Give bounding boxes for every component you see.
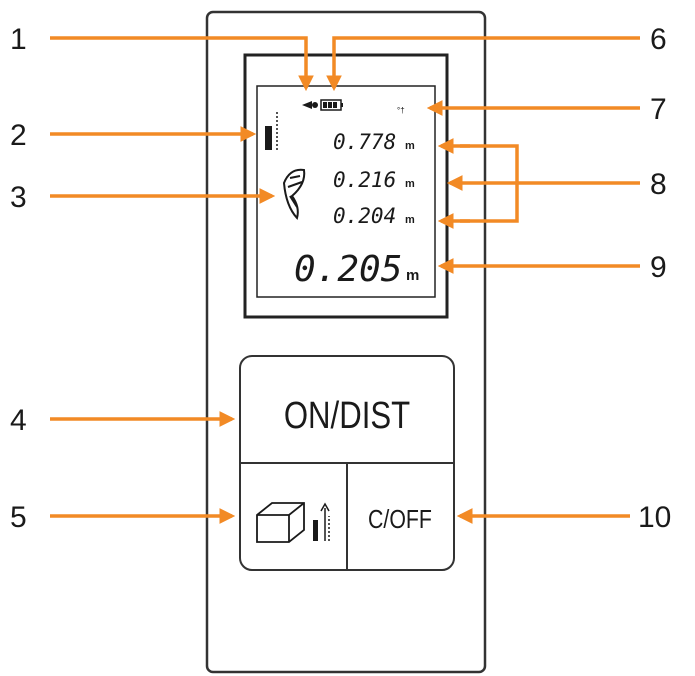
leader-1 — [50, 36, 314, 92]
reading-line-2-unit: m — [405, 178, 415, 190]
callout-1: 1 — [10, 23, 27, 56]
battery-icon — [320, 99, 343, 111]
callout-7: 7 — [650, 93, 667, 126]
callout-2: 2 — [10, 119, 27, 152]
on-dist-label: ON/DIST — [284, 395, 410, 437]
laser-icon — [302, 101, 318, 109]
leader-lines — [50, 36, 640, 524]
reference-bar-icon — [265, 112, 278, 150]
pythagoras-mode-icon — [282, 168, 306, 221]
reading-line-2: 0.216 — [333, 168, 396, 192]
reading-line-1-unit: m — [405, 140, 415, 152]
lcd-screen — [256, 85, 436, 298]
callout-5: 5 — [10, 501, 27, 534]
reading-line-3-unit: m — [405, 214, 415, 226]
clear-off-button[interactable]: C/OFF — [348, 464, 453, 569]
area-volume-icon — [256, 502, 305, 543]
callout-8: 8 — [650, 168, 667, 201]
function-button[interactable] — [241, 464, 346, 569]
on-dist-button[interactable]: ON/DIST — [241, 357, 453, 462]
height-measure-icon — [313, 502, 330, 541]
main-reading: 0.205 — [294, 249, 402, 290]
callout-4: 4 — [10, 404, 27, 437]
callout-10: 10 — [638, 501, 671, 534]
main-reading-unit: m — [406, 267, 419, 284]
reading-line-1: 0.778 — [333, 130, 396, 154]
callout-6: 6 — [650, 23, 667, 56]
callout-3: 3 — [10, 181, 27, 214]
callout-9: 9 — [650, 251, 667, 284]
leader-6 — [326, 36, 640, 92]
clear-off-label: C/OFF — [368, 505, 432, 535]
mode-indicator: °† — [397, 106, 405, 115]
reading-line-3: 0.204 — [333, 204, 396, 228]
